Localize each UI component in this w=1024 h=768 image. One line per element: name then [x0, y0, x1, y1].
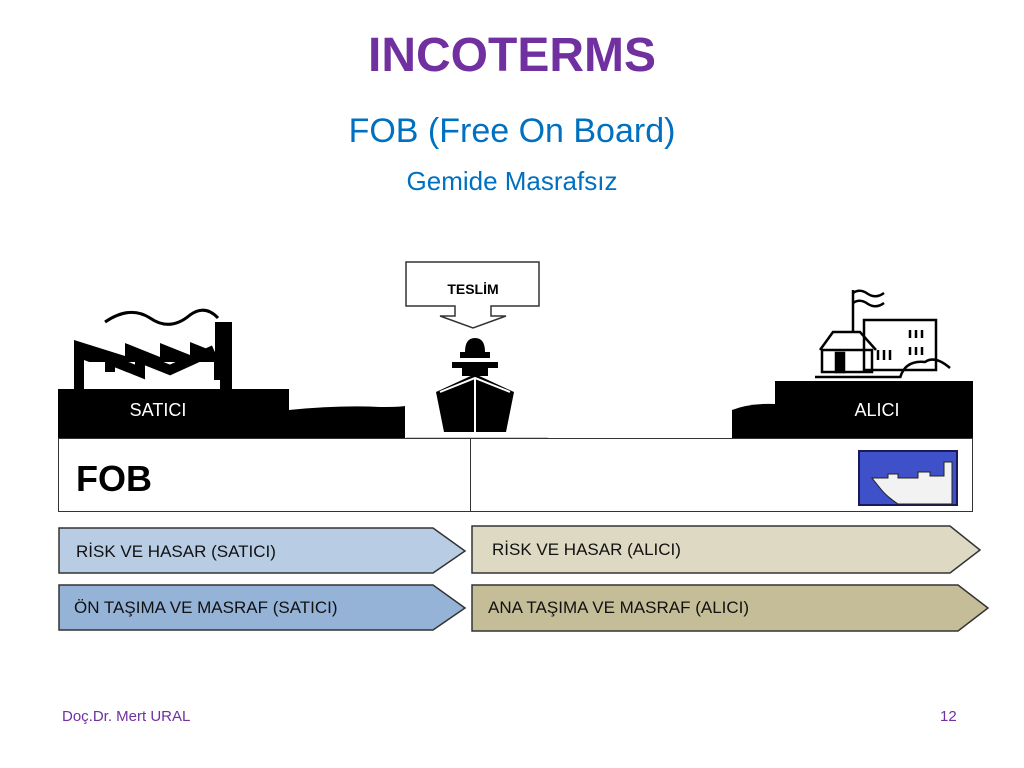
ship-icon: [436, 338, 514, 432]
term-table-divider: [470, 438, 471, 512]
bar-label-risk-buyer: RİSK VE HASAR (ALICI): [492, 540, 681, 559]
bar-pre-carriage-seller: [58, 584, 467, 631]
slide-title: INCOTERMS: [368, 29, 656, 82]
delivery-callout: [405, 261, 540, 329]
bar-label-main-carriage-buyer: ANA TAŞIMA VE MASRAF (ALICI): [488, 598, 750, 617]
buyer-label: ALICI: [854, 400, 899, 420]
seller-label: SATICI: [130, 400, 187, 420]
footer-author: Doç.Dr. Mert URAL: [62, 708, 191, 725]
delivery-scene: SATICI TESLİM ALICI: [58, 261, 973, 439]
slide-subtitle: FOB (Free On Board): [348, 112, 676, 150]
term-table: [58, 438, 973, 512]
slide-subtitle-translation: Gemide Masrafsız: [406, 166, 618, 196]
bar-label-risk-seller: RİSK VE HASAR (SATICI): [76, 542, 276, 561]
factory-icon: [74, 308, 232, 389]
bar-label-pre-carriage-seller: ÖN TAŞIMA VE MASRAF (SATICI): [74, 598, 338, 617]
delivery-label: TESLİM: [447, 281, 498, 297]
buyer-building-icon: [815, 289, 951, 379]
bar-main-carriage-buyer: [471, 584, 990, 632]
seller-land: [58, 389, 405, 439]
term-code: FOB: [76, 458, 152, 499]
buyer-land: [732, 381, 973, 439]
responsibility-bars: [58, 525, 990, 632]
bar-risk-seller: [58, 527, 467, 574]
page-number: 12: [940, 708, 957, 725]
sea-ship-badge-icon: [858, 450, 958, 506]
bar-risk-buyer: [471, 525, 982, 574]
